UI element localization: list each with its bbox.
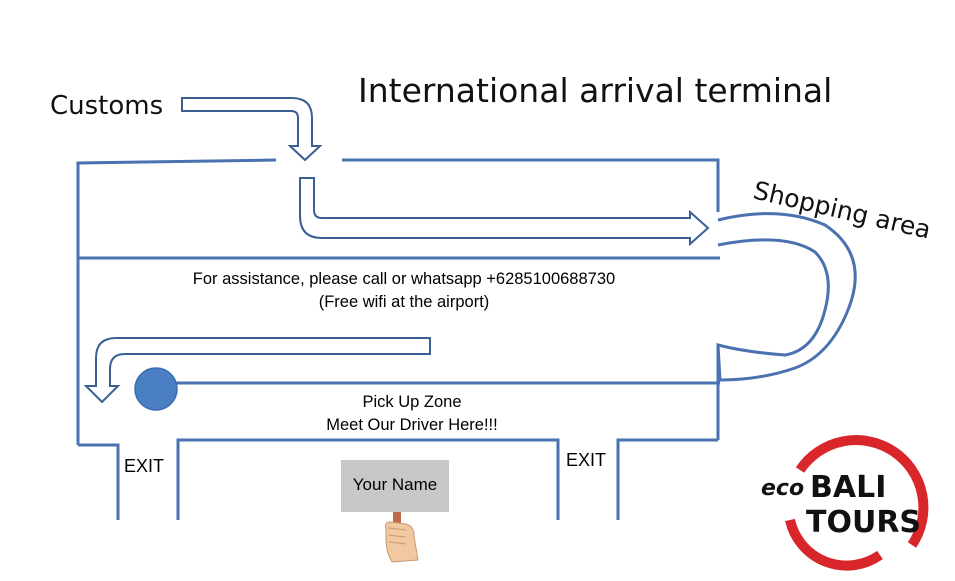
meet-driver-text: Meet Our Driver Here!!! <box>326 416 497 434</box>
right-exit-wall <box>616 438 718 520</box>
top-wall-right <box>342 158 720 212</box>
to-exit-arrow <box>83 337 431 404</box>
sign-name-text: Your Name <box>353 475 437 494</box>
exit-right-label: EXIT <box>566 450 606 470</box>
name-sign: Your Name <box>341 460 449 563</box>
hand-icon <box>385 521 419 563</box>
logo-eco: eco <box>761 476 804 501</box>
shopping-area-label: Shopping area <box>751 176 934 245</box>
customs-arrow <box>181 97 323 162</box>
exit-left-label: EXIT <box>124 456 164 476</box>
eco-bali-tours-logo: eco BALI TOURS <box>761 435 929 571</box>
logo-ring <box>795 435 929 548</box>
pickup-zone-text: Pick Up Zone <box>362 393 461 411</box>
left-exit-wall <box>78 443 120 520</box>
to-shopping-arrow <box>299 177 710 247</box>
customs-label: Customs <box>50 91 163 121</box>
pickup-marker <box>134 367 178 411</box>
wifi-text: (Free wifi at the airport) <box>319 293 490 311</box>
logo-bali: BALI <box>810 470 886 505</box>
diagram-title: International arrival terminal <box>358 71 832 110</box>
center-wall <box>176 438 560 520</box>
top-wall-left <box>76 158 277 445</box>
assistance-text: For assistance, please call or whatsapp … <box>193 270 615 288</box>
shopping-loop <box>716 212 857 382</box>
terminal-walls <box>76 158 720 520</box>
logo-tours: TOURS <box>806 505 921 540</box>
